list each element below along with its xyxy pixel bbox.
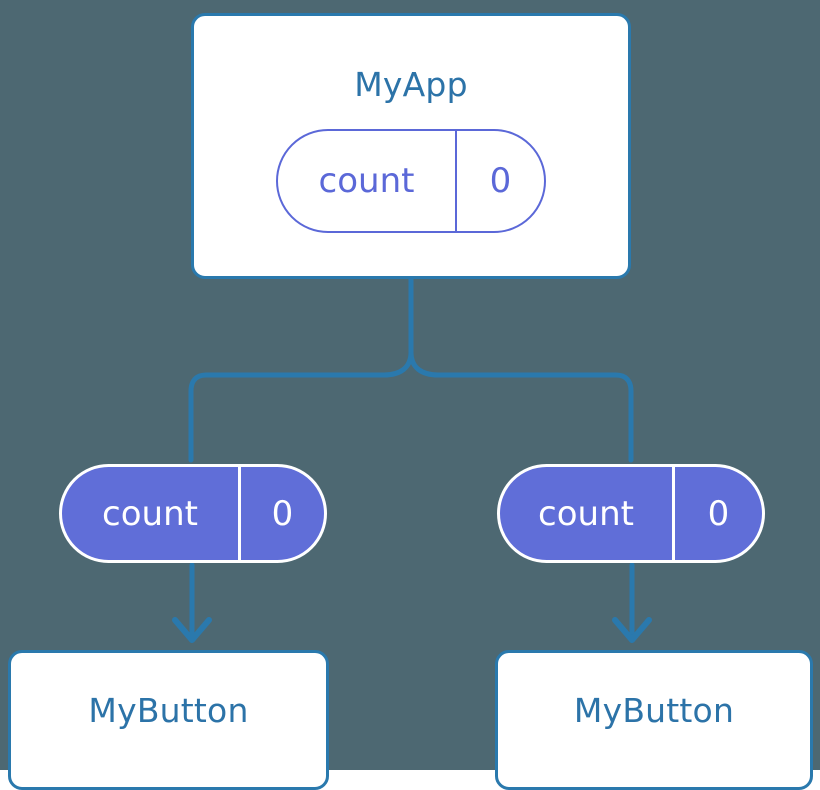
component-name-myapp: MyApp — [354, 65, 468, 104]
prop-pill-left-value-label: 0 — [271, 493, 294, 534]
state-pill-myapp-count[interactable]: count 0 — [276, 129, 546, 233]
prop-pill-right-count[interactable]: count 0 — [497, 464, 765, 563]
component-name-mybutton-right: MyButton — [573, 691, 735, 730]
prop-pill-left-count[interactable]: count 0 — [59, 464, 327, 563]
component-card-mybutton-left[interactable]: MyButton — [8, 650, 329, 790]
arrow-head-right-icon — [612, 617, 652, 643]
component-card-myapp[interactable]: MyApp — [191, 13, 631, 279]
prop-pill-right-value-label: 0 — [707, 493, 730, 534]
prop-pill-left-key-label: count — [62, 467, 241, 560]
component-card-mybutton-right[interactable]: MyButton — [495, 650, 813, 790]
connector-trunk-right — [408, 276, 634, 463]
state-pill-value-label: 0 — [489, 161, 512, 201]
prop-pill-right-key-label: count — [500, 467, 675, 560]
component-name-mybutton-left: MyButton — [88, 691, 249, 730]
connector-trunk-left — [188, 276, 414, 463]
arrow-head-left-icon — [172, 617, 212, 643]
state-pill-key-label: count — [278, 131, 457, 231]
